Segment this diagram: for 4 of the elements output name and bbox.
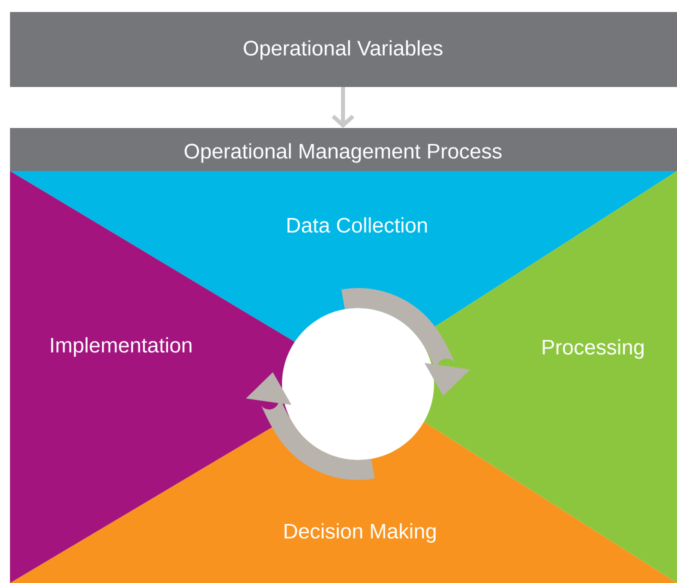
header-band: Operational Variables	[10, 12, 677, 87]
centre-circle	[282, 308, 434, 460]
header-band: Operational Management Process	[10, 128, 677, 171]
arrow	[332, 87, 354, 128]
